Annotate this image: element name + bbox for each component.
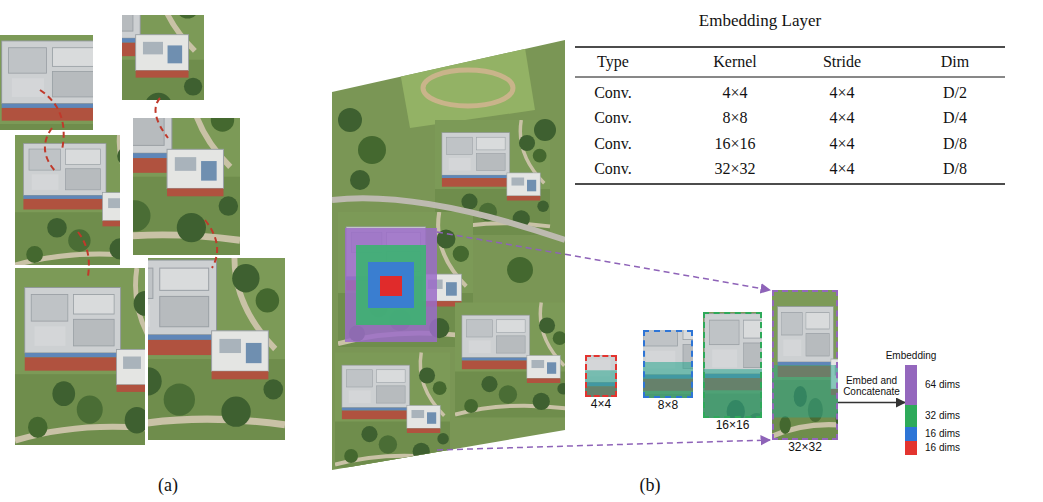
match-lines (40, 90, 217, 276)
match-lines (40, 90, 64, 150)
table-cell: 8×8 (722, 109, 747, 127)
patch-images (772, 290, 866, 440)
patch-images (561, 309, 721, 462)
table-cell: 4×4 (829, 135, 854, 153)
table-rules (575, 183, 1005, 185)
scale-squares (356, 245, 426, 325)
match-lines (78, 232, 89, 276)
aerial-image (534, 119, 556, 141)
table-cell: 32×32 (714, 160, 755, 178)
table-header: Kernel (713, 53, 757, 71)
table-cell: 16×16 (714, 135, 755, 153)
scale-squares (345, 228, 437, 342)
table-cell: Conv. (594, 109, 632, 127)
dims-label: 16 dims (925, 442, 960, 454)
table-header: Stride (823, 53, 861, 71)
patch-size-label: 4×4 (591, 398, 611, 412)
panel-label: (a) (158, 475, 178, 496)
edge-label: Embed and Concatenate (841, 375, 903, 398)
dims-label: 32 dims (925, 410, 960, 422)
table-cell: 4×4 (722, 84, 747, 102)
patch-images (561, 309, 721, 462)
dims-label: 64 dims (925, 379, 960, 391)
table-cell: D/2 (943, 84, 967, 102)
table-cell: Conv. (594, 160, 632, 178)
patch-images (703, 369, 762, 418)
patch-images (585, 370, 617, 397)
aerial-image (423, 70, 513, 106)
embedding-segment: 32 dims (905, 405, 917, 427)
table-cell: Conv. (594, 84, 632, 102)
patch-images (772, 365, 838, 418)
patch-size-label: 32×32 (788, 441, 822, 455)
patch-size-label: 16×16 (716, 419, 750, 433)
projection-lines (437, 232, 770, 290)
patch-images (772, 290, 866, 440)
table-title: Embedding Layer (699, 11, 821, 31)
projection-lines (437, 232, 770, 450)
embedding-segment: 16 dims (905, 427, 917, 441)
aerial-image (507, 257, 533, 283)
table-cell: 4×4 (829, 160, 854, 178)
table-cell: Conv. (594, 135, 632, 153)
aerial-image (332, 40, 570, 470)
table-cell: D/8 (943, 135, 967, 153)
photo-tiles (45, 59, 240, 255)
table-rules (575, 46, 1005, 48)
patch-box: 8×8 (643, 330, 693, 398)
scale-squares (380, 276, 402, 296)
aerial-image (335, 353, 450, 468)
patch-box: 32×32 (772, 290, 838, 440)
table-header: Dim (941, 53, 969, 71)
photo-tiles (22, 0, 204, 131)
table-cell: 4×4 (829, 84, 854, 102)
table-rules (575, 77, 1005, 78)
embedding-title: Embedding (886, 350, 937, 362)
table-header: Type (597, 53, 629, 71)
embedding-bar: Embedding64 dims32 dims16 dims16 dims (905, 365, 917, 455)
patch-images (643, 362, 693, 398)
projection-lines (437, 440, 770, 450)
patch-box: 16×16 (703, 312, 762, 418)
aerial-image (358, 136, 386, 164)
embedding-segment: 16 dims (905, 441, 917, 455)
aerial-image (350, 170, 370, 190)
photo-tiles (0, 0, 285, 445)
photo-tiles (45, 59, 240, 255)
table-cell: D/4 (943, 109, 967, 127)
dims-label: 16 dims (925, 428, 960, 440)
table-cell: D/8 (943, 160, 967, 178)
patch-images (561, 290, 866, 462)
photo-tiles (89, 238, 285, 440)
arrow-connector (838, 402, 905, 404)
panel-label: (b) (640, 475, 661, 496)
embedding-segment: 64 dims (905, 365, 917, 405)
scale-squares (345, 228, 437, 342)
match-lines (45, 128, 56, 172)
photo-tiles (22, 0, 204, 131)
scale-squares (368, 262, 414, 308)
table-rules (575, 47, 1005, 184)
aerial-image (400, 48, 535, 128)
aerial-image (338, 108, 362, 132)
aerial-image (455, 303, 570, 418)
patch-box: 4×4 (585, 355, 617, 397)
photo-tiles (89, 238, 285, 440)
match-lines (205, 220, 217, 268)
match-lines (156, 98, 169, 138)
table-cell: 4×4 (829, 109, 854, 127)
aerial-image (338, 212, 473, 347)
patch-size-label: 8×8 (658, 399, 678, 413)
